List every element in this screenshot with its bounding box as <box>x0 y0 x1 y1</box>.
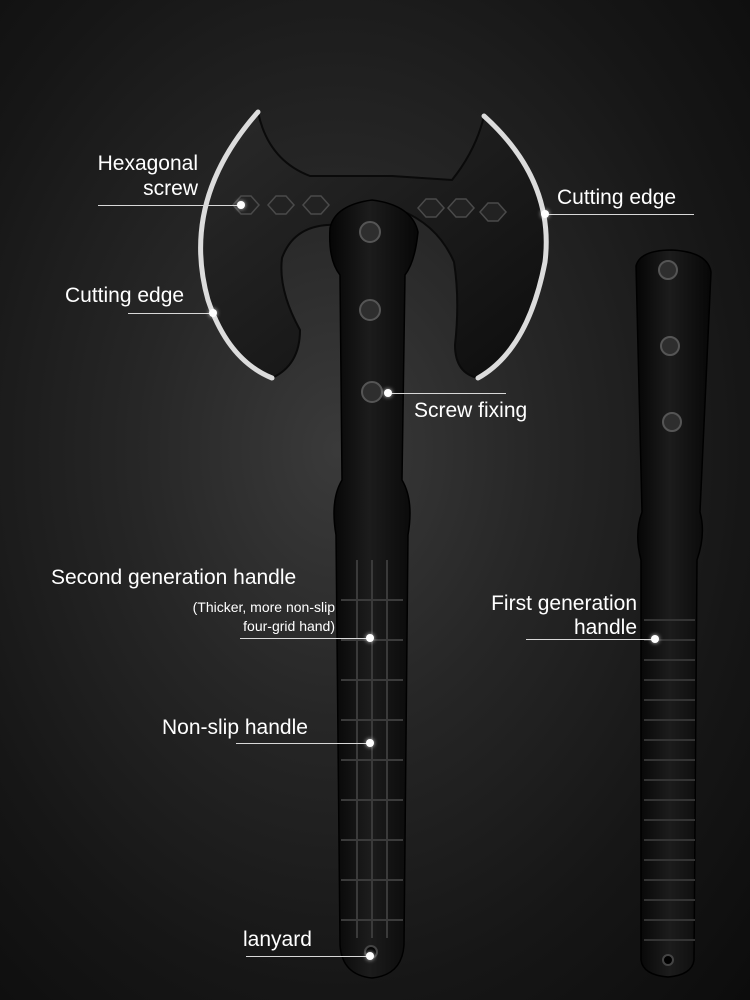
cutting-edge-right-marker <box>541 210 549 218</box>
cutting-edge-left-leader <box>128 313 212 314</box>
lanyard-leader <box>246 956 368 957</box>
left-cutting-edge <box>198 109 275 381</box>
hexagonal-screw-marker <box>237 201 245 209</box>
lanyard-label: lanyard <box>243 928 312 951</box>
cutting-edge-left-marker <box>209 309 217 317</box>
second-generation-note: (Thicker, more non-slip four-grid hand) <box>192 599 335 634</box>
screw-fixings <box>359 221 383 403</box>
first-generation-handle <box>635 249 712 978</box>
non-slip-handle-label: Non-slip handle <box>162 716 308 739</box>
second-generation-handle-label: Second generation handle <box>51 566 297 589</box>
second-generation-handle-marker <box>366 634 374 642</box>
non-slip-handle-marker <box>366 739 374 747</box>
hexagonal-screw-label: Hexagonal screw <box>97 152 198 200</box>
hexagonal-screw-leader <box>98 205 238 206</box>
first-generation-handle-label: First generation handle <box>491 592 637 639</box>
non-slip-handle-leader <box>236 743 368 744</box>
lanyard-marker <box>366 952 374 960</box>
axe-head <box>198 109 549 381</box>
second-generation-handle-leader <box>240 638 368 639</box>
first-generation-handle-marker <box>651 635 659 643</box>
cutting-edge-right-label: Cutting edge <box>557 186 677 209</box>
cutting-edge-right-leader <box>548 214 694 215</box>
cutting-edge-left-label: Cutting edge <box>65 284 185 307</box>
right-cutting-edge <box>475 113 549 381</box>
screw-fixing-marker <box>384 389 392 397</box>
screw-fixing-label: Screw fixing <box>414 399 528 422</box>
first-generation-handle-leader <box>526 639 652 640</box>
screw-fixing-leader <box>390 393 506 394</box>
axe-handle <box>328 199 419 979</box>
hexagonal-screw-holes <box>231 195 508 222</box>
